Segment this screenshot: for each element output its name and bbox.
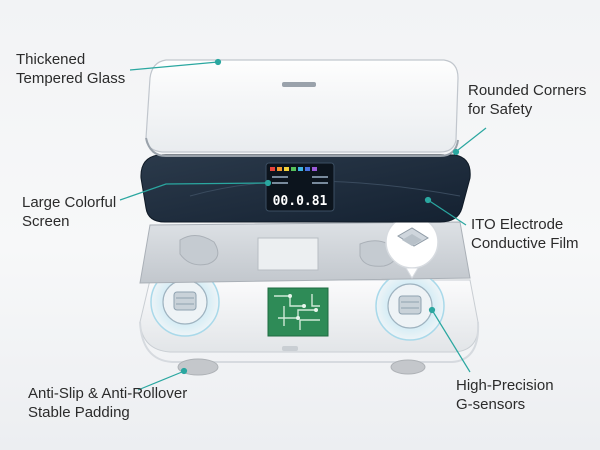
callout-sensors-line1: High-Precision: [456, 377, 554, 394]
screen-leader-dot: [264, 179, 272, 187]
callout-rounded-corners: Rounded Corners for Safety: [468, 81, 586, 119]
callout-ito-film: ITO Electrode Conductive Film: [471, 215, 579, 253]
padding-leader-line: [137, 371, 183, 391]
corners-leader-dot: [452, 148, 460, 156]
led-display: 00.0.81: [265, 162, 335, 212]
anti-slip-pads: [177, 358, 426, 376]
callout-screen-line2: Screen: [22, 213, 70, 230]
ito-leader-dot: [424, 196, 432, 204]
callout-corners-line1: Rounded Corners: [468, 82, 587, 99]
callout-large-screen: Large Colorful Screen: [22, 193, 116, 231]
display-readout: 00.0.81: [273, 194, 328, 209]
glass-leader-dot: [214, 58, 222, 66]
callout-leaders: [119, 58, 487, 391]
tempered-glass-top: [145, 59, 459, 157]
callout-padding-line2: Stable Padding: [28, 404, 130, 421]
callout-glass-line2: Tempered Glass: [16, 70, 126, 87]
sensors-leader-dot: [428, 306, 436, 314]
g-sensor-right: [375, 271, 445, 341]
electrode-detail-magnifier: [385, 215, 439, 279]
callout-thickened-glass: Thickened Tempered Glass: [16, 50, 125, 88]
callout-glass-line1: Thickened: [16, 51, 86, 68]
callout-padding-line1: Anti-Slip & Anti-Rollover: [28, 385, 188, 402]
callout-corners-line2: for Safety: [468, 101, 533, 118]
sensors-leader-line: [431, 309, 471, 373]
callout-ito-line2: Conductive Film: [471, 235, 579, 252]
callout-screen-line1: Large Colorful: [22, 194, 117, 211]
ito-leader-line: [427, 199, 467, 226]
callout-g-sensors: High-Precision G-sensors: [456, 376, 554, 414]
screen-leader-line: [119, 182, 269, 201]
callout-ito-line1: ITO Electrode: [471, 216, 564, 233]
callout-sensors-line2: G-sensors: [456, 396, 526, 413]
padding-leader-dot: [180, 367, 188, 375]
circuit-board: [267, 287, 329, 337]
callout-stable-padding: Anti-Slip & Anti-Rollover Stable Padding: [28, 384, 187, 422]
glass-leader-line: [129, 61, 219, 71]
corners-leader-line: [457, 127, 487, 151]
